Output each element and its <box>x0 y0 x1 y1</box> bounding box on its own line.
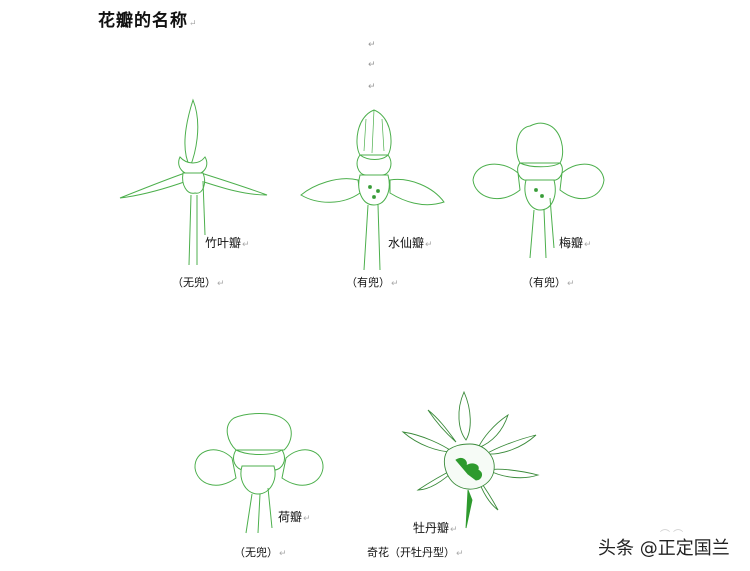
flower-peony-petal <box>398 390 543 530</box>
flower-note-label: （有兜）↵ <box>346 276 399 289</box>
flower-note-label: 奇花（开牡丹型）↵ <box>367 546 464 559</box>
watermark: 头条 @正定国兰 <box>598 538 730 559</box>
flower-name-label: 竹叶瓣↵ <box>205 236 250 250</box>
flower-name-label: 牡丹瓣↵ <box>413 521 458 535</box>
flower-note-label: （有兜）↵ <box>522 276 575 289</box>
page-title: 花瓣的名称↵ <box>98 6 198 31</box>
flower-bamboo-leaf-petal <box>115 95 275 265</box>
orchid-illustration-icon <box>472 122 605 259</box>
paragraph-mark-icon: ↵ <box>368 40 376 50</box>
flower-name-label: 水仙瓣↵ <box>388 236 433 250</box>
paragraph-mark-icon: ↵ <box>368 82 376 92</box>
flower-plum-petal <box>470 118 610 268</box>
orchid-illustration-icon <box>300 109 445 271</box>
paragraph-mark-icon: ↵ <box>368 60 376 70</box>
paragraph-mark-icon: ↵ <box>189 19 198 29</box>
orchid-illustration-icon <box>401 390 540 529</box>
flower-lotus-petal <box>192 408 327 538</box>
watermark-logo-icon: ⌒ ⌒ <box>660 530 684 541</box>
title-text: 花瓣的名称 <box>98 11 188 31</box>
orchid-illustration-icon <box>119 98 268 265</box>
flower-name-label: 梅瓣↵ <box>559 236 592 250</box>
flower-note-label: （无兜）↵ <box>234 546 287 559</box>
orchid-illustration-icon <box>194 413 324 534</box>
flower-narcissus-petal <box>298 105 448 275</box>
flower-name-label: 荷瓣↵ <box>278 510 311 524</box>
flower-note-label: （无兜）↵ <box>172 276 225 289</box>
